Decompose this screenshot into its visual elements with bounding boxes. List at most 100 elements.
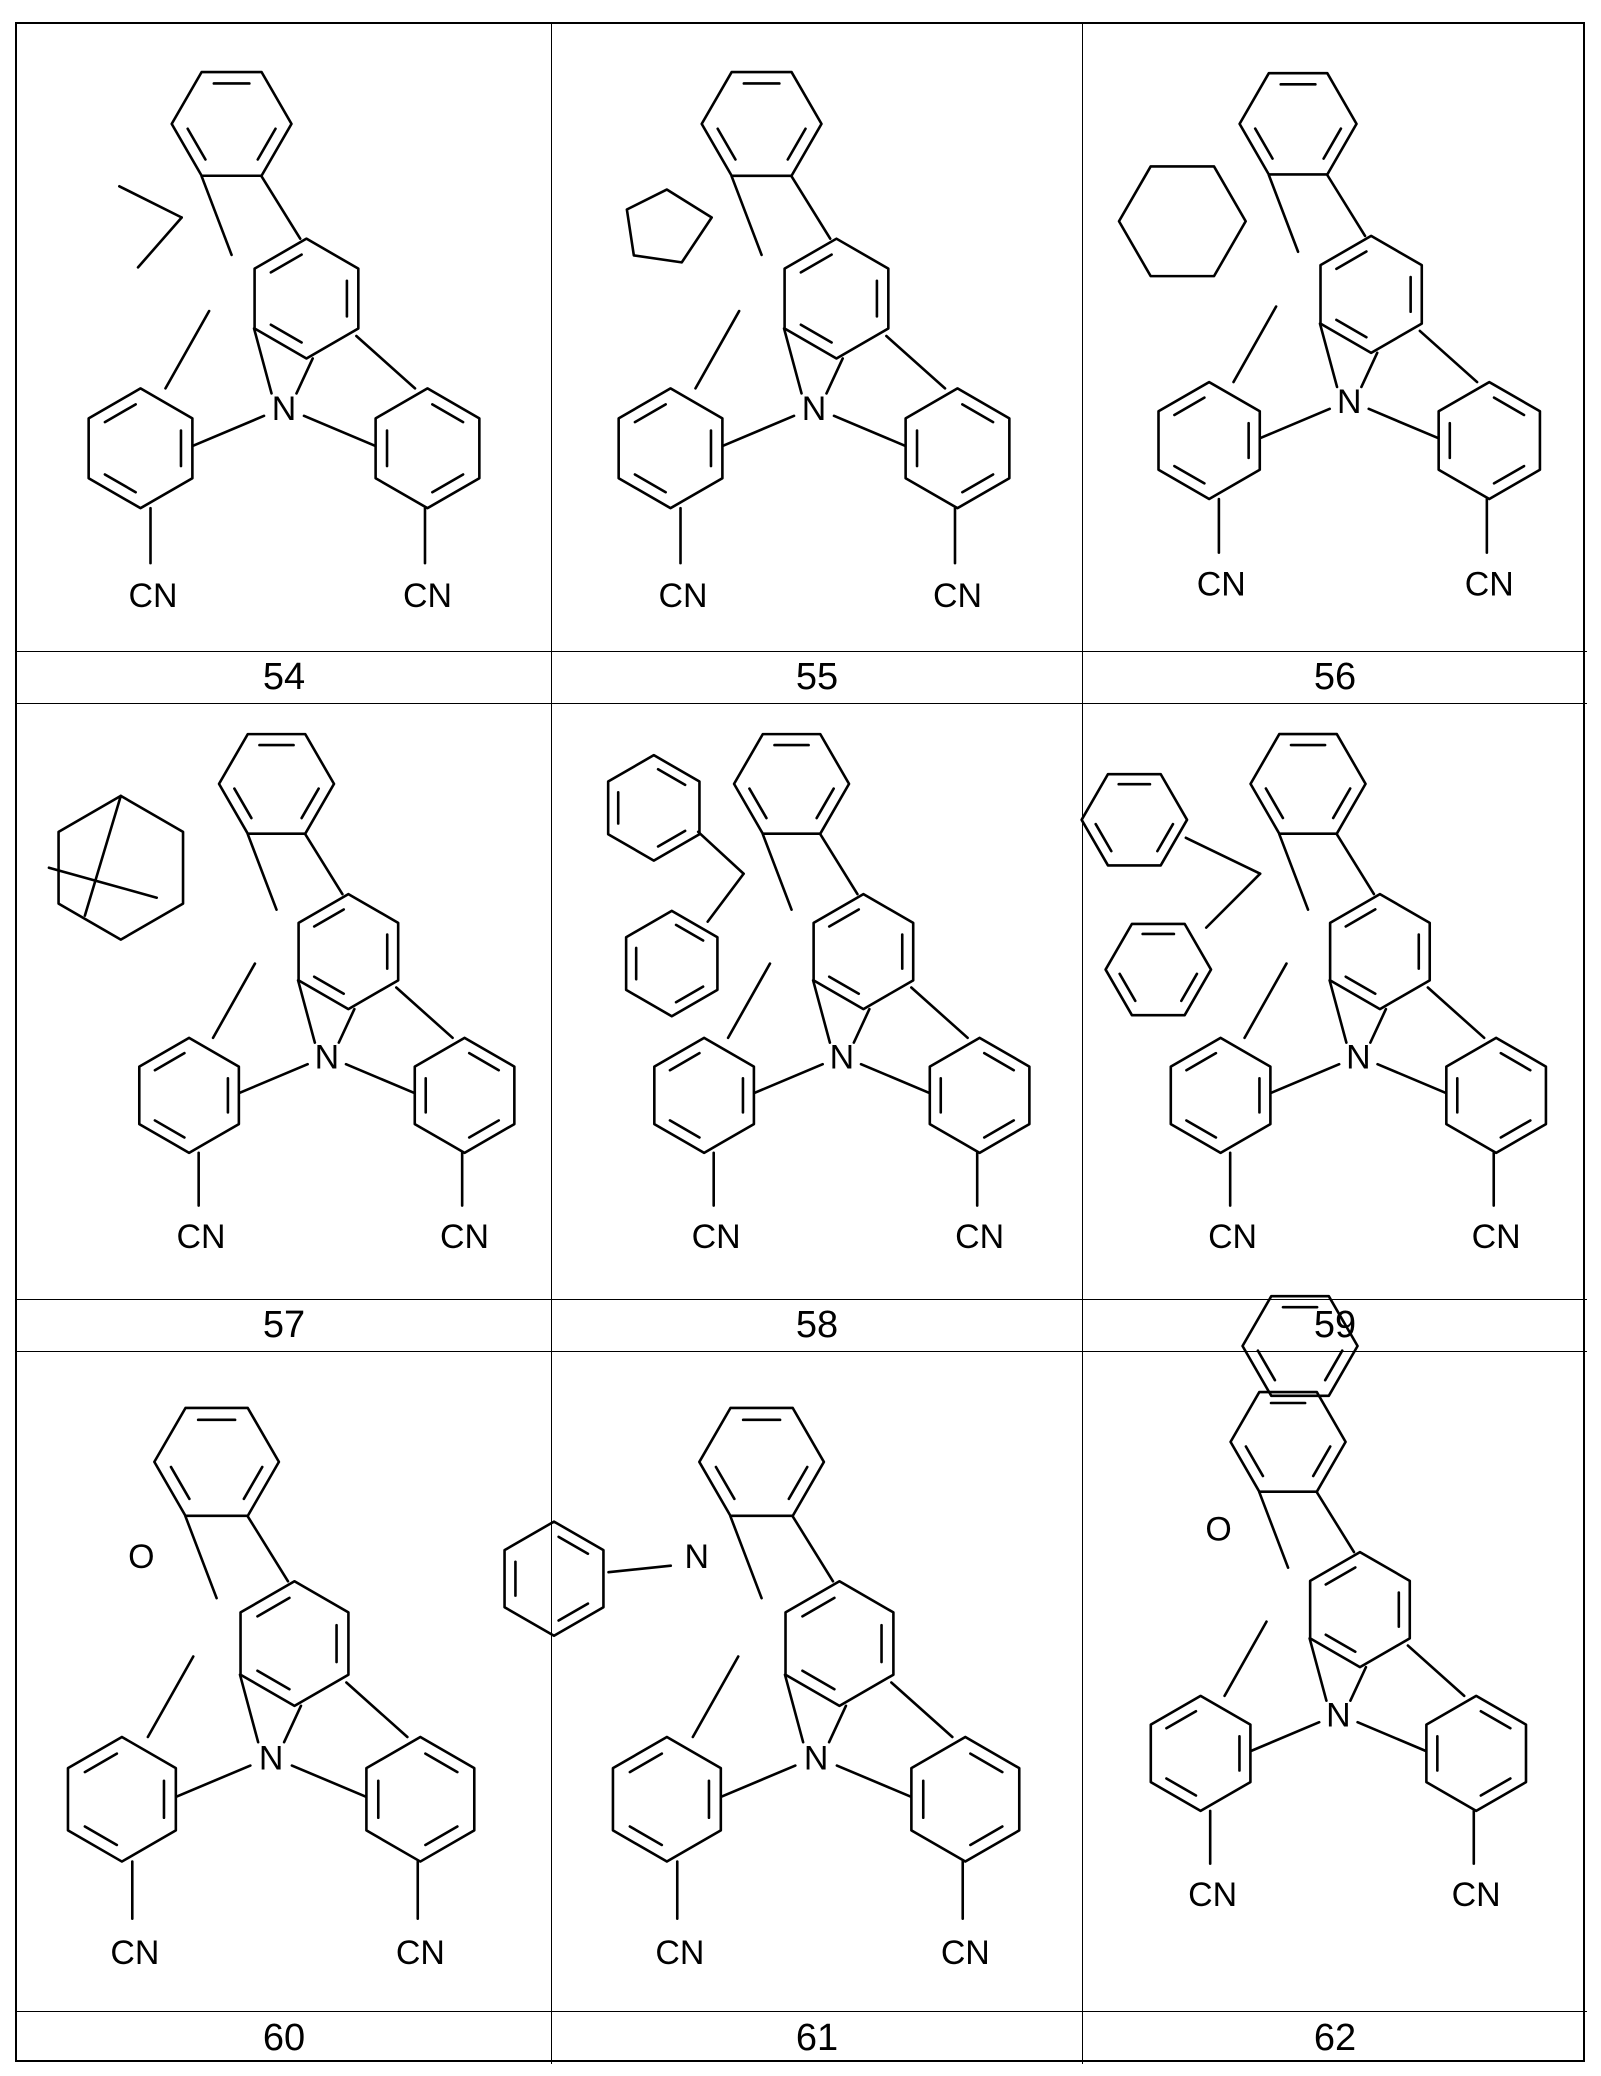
bond-n-left [754,1064,822,1093]
central-ring [299,894,399,1009]
top-benzo-ring [699,1408,824,1516]
right-benzo-ring [906,388,1010,508]
structure-54: NCNCN [17,24,551,651]
oxygen-atom: O [1205,1511,1231,1549]
central-ring [255,239,359,359]
bond-n-right [1369,409,1438,438]
cyano-group-right: CN [941,1934,990,1972]
bridge-bond [248,834,277,909]
compound-label-54: 54 [17,652,552,704]
top-benzo-ring [1251,734,1366,834]
bridge-bond [1327,175,1365,236]
cyano-group-right: CN [1465,566,1514,604]
bond-to-n [829,1706,846,1742]
structure-cell-61: NCNCNN [552,1352,1083,2012]
bond-n-right [837,1766,911,1797]
bond-right-fused [1428,988,1484,1038]
bond-n-left [721,1766,795,1797]
bond-left-fused [695,311,739,388]
bond-left-fused [148,1657,193,1737]
oxygen-atom: O [128,1538,154,1576]
fluorenyl-ring [1082,774,1187,865]
nitrogen-atom: N [315,1038,340,1076]
central-ring [785,239,889,359]
bridge-bond [262,176,301,238]
nitrogen-atom: N [259,1739,283,1777]
cyano-group-right: CN [1472,1218,1521,1256]
bond-n-left [1251,1722,1319,1751]
bond-n-right [1358,1722,1426,1751]
nitrogen-atom: N [1346,1038,1371,1076]
cyano-group-right: CN [396,1934,445,1972]
top-benzo-ring [1231,1392,1346,1492]
cyano-group-left: CN [659,577,708,615]
bond-left-fused [1245,964,1287,1038]
cyano-group-left: CN [110,1934,159,1972]
cyano-group-left: CN [692,1218,741,1256]
top-benzo-ring [1240,73,1357,174]
structure-cell-57: NCNCN [17,704,552,1300]
bond-n-left [176,1766,250,1797]
right-benzo-ring [415,1038,515,1153]
bond-to-n [1361,353,1377,387]
cyano-group-left: CN [128,577,177,615]
bond-n-right [834,416,905,446]
bond-n-right [861,1064,929,1093]
bond-to-n [854,1009,870,1043]
bond-n-right [346,1064,414,1093]
left-benzo-ring [89,388,193,508]
right-benzo-ring [930,1038,1030,1153]
bond-to-n [826,358,842,393]
bridge-bond [763,834,792,909]
bond-n-left [723,416,794,446]
cyano-group-left: CN [1208,1218,1257,1256]
bridge-bond [820,834,857,894]
bridge-bond [732,176,762,255]
compound-label-55: 55 [552,652,1083,704]
phenyl-bond [698,832,744,874]
bond-right-fused [886,336,945,388]
indole-nitrogen-atom: N [684,1538,709,1576]
bridge-bond [305,834,342,894]
bond-right-fused [1420,331,1477,382]
fluorenyl-ring [1106,924,1211,1015]
structure-cell-58: NCNCN [552,704,1083,1300]
bond-right-fused [911,988,967,1038]
structure-cell-60: N CN CN O [17,1352,552,2012]
bond-right-fused [1408,1646,1464,1696]
compound-label-58: 58 [552,1300,1083,1352]
nitrogen-atom: N [1337,383,1362,421]
bond-n-right [292,1766,366,1797]
bond-left-fused [165,311,209,388]
bridge-bond [1337,834,1374,894]
top-benzo-ring [219,734,334,834]
bond-right-fused [346,1682,407,1736]
bond-left-fused [1234,307,1277,383]
methyl-bond [138,217,182,267]
structure-62: NCNCNO [1083,1352,1587,2011]
bridge-bond [730,1516,761,1598]
top-benzo-ring [734,734,849,834]
bond-n-right [1378,1064,1446,1093]
bond-left-fused [213,964,255,1038]
cyano-group-left: CN [1188,1876,1237,1914]
bond-left-fused [693,1657,738,1737]
methyl-bond [119,186,181,217]
cyano-group-right: CN [955,1218,1004,1256]
left-benzo-ring [613,1737,721,1862]
top-benzo-ring [702,72,822,176]
bond-right-fused [396,988,452,1038]
left-benzo-ring [139,1038,239,1153]
bond-right-fused [891,1682,952,1736]
structure-cell-62: NCNCNO [1083,1352,1587,2012]
top-benzo-ring [172,72,292,176]
right-benzo-ring [1426,1696,1526,1811]
bond-n-left [1260,409,1329,438]
bond-n-right [304,416,375,446]
structure-60: N CN CN O [17,1352,551,2011]
structure-56: N CN CN [1083,24,1587,651]
phenyl-ring [608,755,699,860]
cyano-group-left: CN [1197,566,1246,604]
bond-to-n [1350,1667,1366,1701]
compound-table: NCNCN NCNCN NCNCN 54 55 56 NCNCN NCNCN N… [15,22,1585,2062]
